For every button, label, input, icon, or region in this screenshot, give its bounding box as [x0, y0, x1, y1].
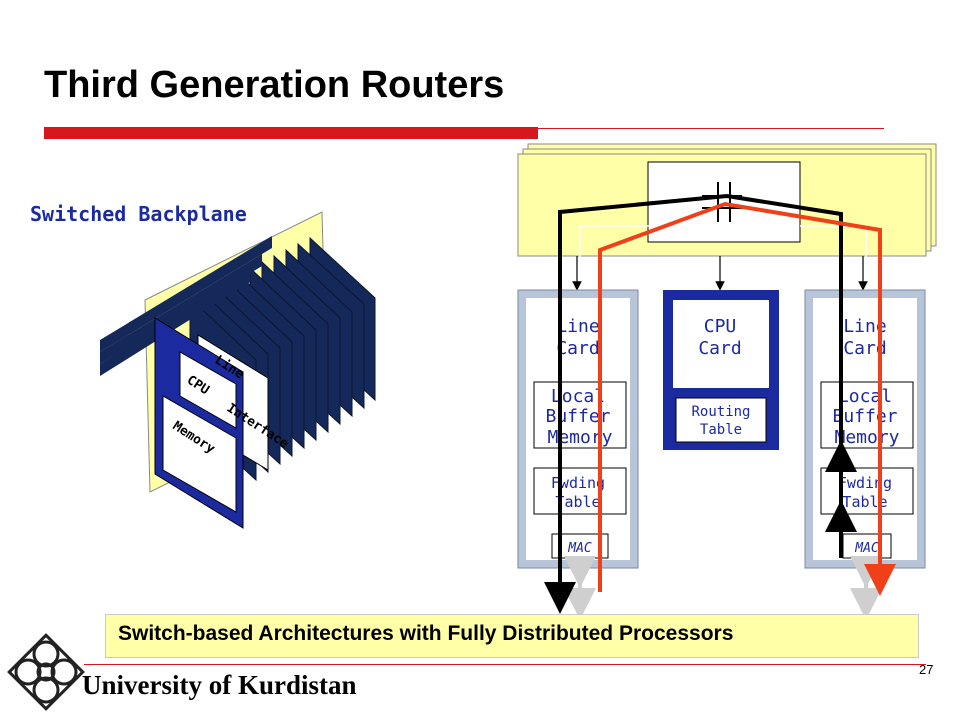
university-name: University of Kurdistan: [82, 670, 357, 700]
lc-left-title-2: Card: [556, 338, 599, 359]
lc-left-buffer-1: Local: [551, 386, 605, 407]
lc-left-fwd-2: Table: [555, 493, 600, 511]
title-underline-bar: [44, 127, 538, 139]
backplane-stack: [100, 211, 376, 529]
lc-left-mac: MAC: [567, 541, 592, 556]
lc-right-title-2: Card: [843, 338, 886, 359]
lc-right-buffer-3: Memory: [834, 427, 899, 448]
lc-right-buffer-1: Local: [838, 386, 892, 407]
university-logo-icon: [7, 633, 85, 711]
switch-fabric: [517, 143, 937, 258]
black-flow-path: [544, 193, 843, 614]
cpu-routing-2: Table: [700, 422, 742, 438]
lc-left-title-1: Line: [556, 316, 599, 337]
title-underline-rule: [538, 128, 884, 129]
red-flow-path: [598, 201, 896, 596]
footer-rule: [84, 664, 926, 665]
lc-left-buffer-3: Memory: [547, 427, 612, 448]
lc-right-fwd-1: Fwding: [838, 474, 892, 492]
slide-title: Third Generation Routers: [44, 64, 505, 106]
cpu-title-2: Card: [698, 338, 741, 359]
cpu-routing-1: Routing: [691, 404, 750, 420]
summary-banner: [105, 614, 919, 658]
lc-right-mac: MAC: [854, 541, 879, 556]
cpu-title-1: CPU: [704, 316, 737, 337]
cpu-card: [663, 290, 779, 450]
lc-left-fwd-1: Fwding: [551, 474, 605, 492]
backplane-label: Switched Backplane: [30, 202, 247, 226]
lc-right-title-1: Line: [843, 316, 886, 337]
line-card-left: [517, 289, 639, 569]
summary-banner-text: Switch-based Architectures with Fully Di…: [118, 622, 734, 645]
page-number: 27: [919, 662, 934, 677]
